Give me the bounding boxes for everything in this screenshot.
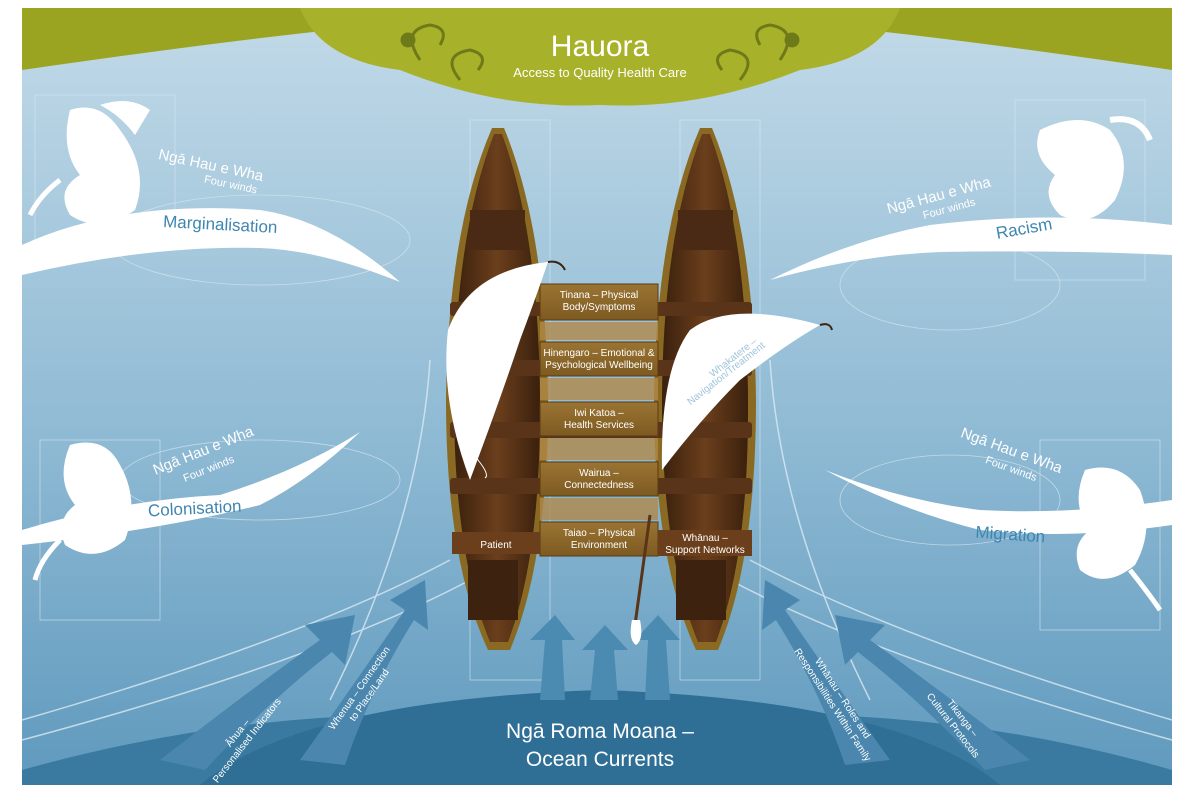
header-title: Hauora <box>551 30 650 63</box>
currents-title-line2: Ocean Currents <box>526 748 674 771</box>
plank-label-hinengaro-1: Hinengaro – Emotional & <box>543 348 655 359</box>
plank-label-tinana-1: Tinana – Physical <box>560 290 639 301</box>
canoe-right-label-2: Support Networks <box>665 545 744 556</box>
plank-label-iwi-1: Iwi Katoa – <box>574 408 624 419</box>
canoe-right-label-1: Whānau – <box>682 533 728 544</box>
plank-label-wairua-1: Wairua – <box>579 468 619 479</box>
plank-label-tinana-2: Body/Symptoms <box>563 302 636 313</box>
header-subtitle: Access to Quality Health Care <box>513 65 686 80</box>
canoe-left-label: Patient <box>480 540 511 551</box>
plank-label-wairua-2: Connectedness <box>564 480 634 491</box>
plank-label-iwi-2: Health Services <box>564 420 634 431</box>
plank-label-taiao-1: Taiao – Physical <box>563 528 635 539</box>
plank-label-hinengaro-2: Psychological Wellbeing <box>545 360 653 371</box>
plank-label-taiao-2: Environment <box>571 540 627 551</box>
currents-title-line1: Ngā Roma Moana – <box>506 720 694 743</box>
